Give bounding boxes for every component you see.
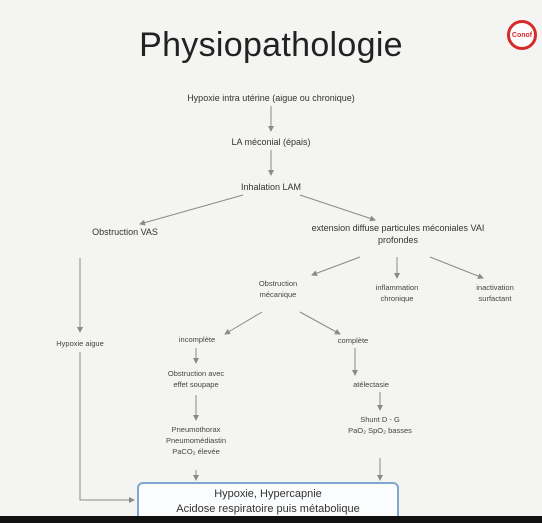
- outcome-line-1: Hypoxie, Hypercapnie: [214, 488, 322, 500]
- node-obstruction-vas: Obstruction VAS: [92, 227, 158, 237]
- inflammation-line-1: inflammation: [375, 283, 419, 292]
- node-hypoxie-intra-uterine: Hypoxie intra utérine (aigue ou chroniqu…: [187, 93, 355, 103]
- logo-text: Conof: [511, 31, 533, 39]
- clapet-line-2: effet soupape: [173, 380, 219, 389]
- node-extension-diffuse: extension diffuse particules méconiales …: [278, 222, 518, 246]
- node-pneumothorax: Pneumothorax Pneumomédiastin PaCO₂ élevé…: [140, 424, 252, 457]
- inactivation-line-1: inactivation: [476, 283, 514, 292]
- node-atelectasie: atélectasie: [353, 380, 389, 389]
- pneumo-line-1: Pneumothorax: [171, 425, 221, 434]
- node-obstruction-soupape: Obstruction avec effet soupape: [146, 368, 246, 390]
- logo-icon: Conof: [507, 20, 537, 50]
- pneumo-line-3: PaCO₂ élevée: [172, 447, 220, 456]
- outcome-line-2: Acidose respiratoire puis métabolique: [176, 503, 360, 515]
- node-la-meconial: LA méconial (épais): [231, 137, 311, 147]
- node-inactivation-surfactant: inactivation surfactant: [455, 282, 535, 304]
- slide-title: Physiopathologie: [139, 26, 403, 64]
- node-hypoxie-aigue: Hypoxie aigue: [56, 339, 104, 348]
- node-inflammation-chronique: inflammation chronique: [352, 282, 442, 304]
- inflammation-line-2: chronique: [380, 294, 414, 303]
- arrow-inhalation-to-extension: [299, 194, 376, 222]
- node-obstruction-mecanique: Obstruction mécanique: [238, 278, 318, 300]
- arrow-extension-to-obstruction: [311, 256, 361, 277]
- inactivation-line-2: surfactant: [478, 294, 512, 303]
- node-incomplete: incomplète: [178, 335, 216, 344]
- shunt-line-2: PaO₂ SpO₂ basses: [348, 426, 412, 435]
- obstruction-meca-line-1: Obstruction: [258, 279, 298, 288]
- shunt-line-1: Shunt D - G: [360, 415, 400, 424]
- obstruction-meca-line-2: mécanique: [259, 290, 297, 299]
- pneumo-line-2: Pneumomédiastin: [165, 436, 227, 445]
- node-inhalation-lam: Inhalation LAM: [240, 182, 302, 192]
- node-shunt: Shunt D - G PaO₂ SpO₂ basses: [330, 414, 430, 436]
- clapet-line-1: Obstruction avec: [167, 369, 225, 378]
- extension-line-2: profondes: [377, 235, 419, 245]
- arrow-inhalation-to-vas: [139, 194, 244, 226]
- arrow-hypoxie-aigue-to-outcome: [79, 352, 135, 503]
- bottom-bar: [0, 516, 542, 523]
- arrow-obstruction-to-complete: [299, 311, 341, 335]
- arrow-obstruction-to-incomplete: [224, 311, 263, 335]
- arrow-extension-to-inactivation: [429, 256, 484, 279]
- extension-line-1: extension diffuse particules méconiales …: [311, 223, 485, 233]
- node-complete: complète: [337, 336, 369, 345]
